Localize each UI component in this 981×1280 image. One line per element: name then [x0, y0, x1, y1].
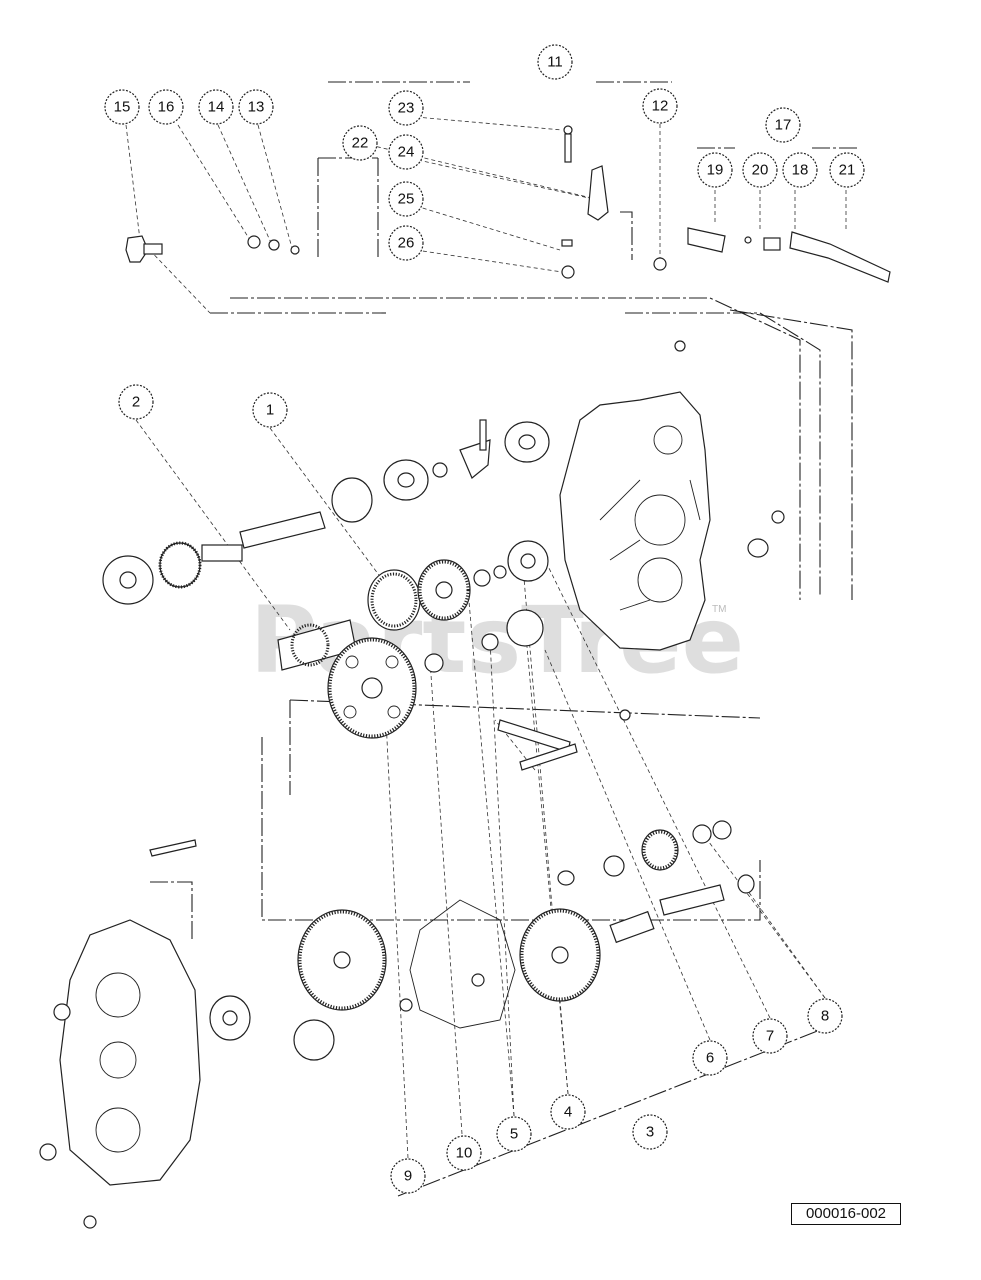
callout-label: 7	[766, 1028, 774, 1045]
callout-6: 6	[692, 1040, 728, 1076]
callout-label: 10	[456, 1145, 473, 1162]
callout-label: 20	[752, 162, 769, 179]
callout-17: 17	[765, 107, 801, 143]
callout-16: 16	[148, 89, 184, 125]
callout-5: 5	[496, 1116, 532, 1152]
callout-label: 5	[510, 1126, 518, 1143]
callout-label: 12	[652, 98, 669, 115]
callout-label: 22	[352, 135, 369, 152]
callout-4: 4	[550, 1094, 586, 1130]
callout-label: 13	[248, 99, 265, 116]
callout-19: 19	[697, 152, 733, 188]
shaft-parts	[102, 419, 578, 771]
callout-9: 9	[390, 1158, 426, 1194]
callout-label: 9	[404, 1168, 412, 1185]
callout-10: 10	[446, 1135, 482, 1171]
callout-label: 16	[158, 99, 175, 116]
callout-label: 1	[266, 402, 274, 419]
callout-label: 2	[132, 394, 140, 411]
callout-14: 14	[198, 89, 234, 125]
callout-7: 7	[752, 1018, 788, 1054]
callout-label: 26	[398, 235, 415, 252]
callout-label: 24	[398, 144, 415, 161]
callout-24: 24	[388, 134, 424, 170]
callout-label: 19	[707, 162, 724, 179]
callout-25: 25	[388, 181, 424, 217]
callout-label: 17	[775, 117, 792, 134]
callout-label: 25	[398, 191, 415, 208]
callout-1: 1	[252, 392, 288, 428]
leader-lines	[125, 116, 847, 1159]
callout-label: 4	[564, 1104, 572, 1121]
callout-label: 11	[547, 54, 563, 71]
callout-label: 14	[208, 99, 225, 116]
callout-22: 22	[342, 125, 378, 161]
callouts: 1 2 3 4 5 6 7 8 9 10 11 12 13 14 15 16 1…	[104, 44, 865, 1194]
callout-label: 3	[646, 1124, 654, 1141]
lower-assembly	[39, 820, 755, 1229]
watermark-trademark: TM	[712, 604, 726, 615]
callout-label: 18	[792, 162, 809, 179]
callout-15: 15	[104, 89, 140, 125]
callout-8: 8	[807, 998, 843, 1034]
callout-26: 26	[388, 225, 424, 261]
callout-20: 20	[742, 152, 778, 188]
diagram-reference-code: 000016-002	[791, 1203, 901, 1225]
callout-2: 2	[118, 384, 154, 420]
callout-21: 21	[829, 152, 865, 188]
shift-linkage-parts	[125, 125, 891, 283]
upper-housing	[559, 340, 785, 721]
callout-11: 11	[537, 44, 573, 80]
callout-23: 23	[388, 90, 424, 126]
callout-label: 8	[821, 1008, 829, 1025]
callout-label: 15	[114, 99, 131, 116]
callout-3: 3	[632, 1114, 668, 1150]
callout-13: 13	[238, 89, 274, 125]
callout-label: 23	[398, 100, 415, 117]
callout-label: 21	[839, 162, 856, 179]
callout-18: 18	[782, 152, 818, 188]
callout-12: 12	[642, 88, 678, 124]
callout-label: 6	[706, 1050, 714, 1067]
